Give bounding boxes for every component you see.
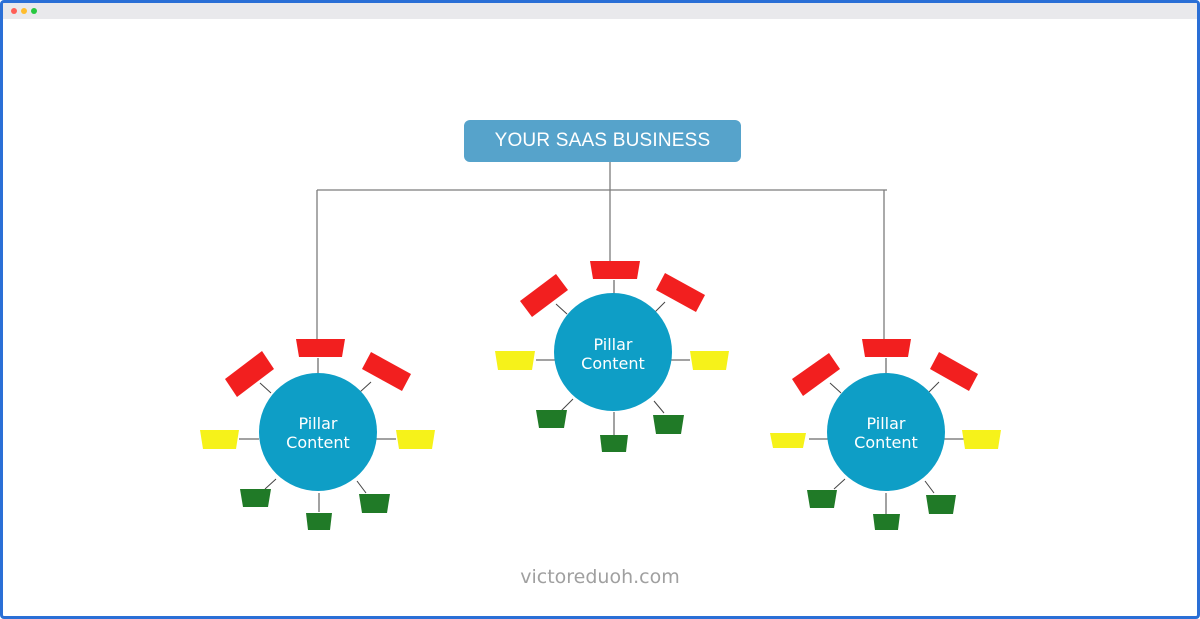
root-node-saas-business: YOUR SAAS BUSINESS [464, 120, 741, 162]
subtopic-tag-yellow [396, 430, 435, 449]
subtopic-tag-red [862, 339, 911, 357]
subtopic-tag-yellow [200, 430, 239, 449]
pillar-label-middle: Pillar Content [553, 335, 673, 373]
subtopic-tag-green [807, 490, 837, 508]
subtopic-tag-green [359, 494, 390, 513]
pillar-label-line2: Content [854, 433, 918, 452]
subtopic-tag-red [590, 261, 640, 279]
pillar-label-line2: Content [286, 433, 350, 452]
subtopic-tag-green [240, 489, 271, 507]
window-titlebar [3, 3, 1197, 19]
pillar-circle [554, 293, 672, 411]
pillar-circle [827, 373, 945, 491]
subtopic-tag-red [930, 352, 978, 391]
subtopic-tag-yellow [770, 433, 806, 448]
subtopic-tag-red [656, 273, 705, 312]
subtopic-tag-red [792, 353, 840, 396]
subtopic-tag-green [306, 513, 332, 530]
subtopic-tag-yellow [962, 430, 1001, 449]
subtopic-tag-red [296, 339, 345, 357]
subtopic-tag-green [653, 415, 684, 434]
subtopic-tag-green [600, 435, 628, 452]
close-window-dot[interactable] [11, 8, 17, 14]
pillar-cluster-left [200, 339, 435, 530]
pillar-label-right: Pillar Content [826, 414, 946, 452]
subtopic-tag-green [873, 514, 900, 530]
subtopic-tag-green [926, 495, 956, 514]
minimize-window-dot[interactable] [21, 8, 27, 14]
maximize-window-dot[interactable] [31, 8, 37, 14]
pillar-cluster-right [770, 339, 1001, 530]
subtopic-tag-green [536, 410, 567, 428]
pillar-label-line1: Pillar [593, 335, 633, 354]
root-node-label: YOUR SAAS BUSINESS [494, 130, 711, 151]
pillar-label-left: Pillar Content [258, 414, 378, 452]
topic-cluster-diagram [200, 162, 1001, 530]
pillar-circle [259, 373, 377, 491]
subtopic-tag-red [225, 351, 274, 397]
footer-credit: victoreduoh.com [520, 566, 680, 588]
pillar-cluster-middle [495, 261, 729, 452]
pillar-label-line1: Pillar [866, 414, 906, 433]
subtopic-tag-red [362, 352, 411, 391]
connector-tree [316, 162, 887, 339]
subtopic-tag-red [520, 274, 568, 317]
subtopic-tag-yellow [495, 351, 535, 370]
pillar-label-line1: Pillar [298, 414, 338, 433]
subtopic-tag-yellow [690, 351, 729, 370]
pillar-label-line2: Content [581, 354, 645, 373]
